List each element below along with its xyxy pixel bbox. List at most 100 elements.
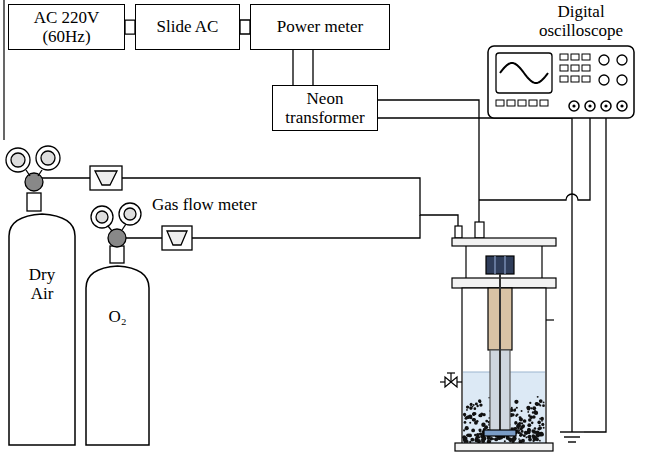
particle bbox=[537, 421, 541, 425]
scope-button bbox=[507, 100, 515, 106]
scope-knob bbox=[617, 75, 627, 85]
particle bbox=[472, 412, 475, 415]
scope-screen bbox=[496, 53, 552, 93]
scope-key bbox=[560, 54, 568, 60]
oscilloscope: Digital oscilloscope bbox=[478, 2, 640, 124]
particle bbox=[527, 411, 529, 413]
scope-key bbox=[571, 76, 579, 82]
gauge-stem bbox=[108, 226, 112, 231]
particle bbox=[530, 407, 532, 409]
node-label: AC 220V (60Hz) bbox=[17, 8, 116, 46]
flow-meter bbox=[162, 226, 192, 250]
particle bbox=[540, 432, 544, 436]
flow-meter-window bbox=[95, 171, 117, 185]
node-label: Digital oscilloscope bbox=[522, 2, 640, 40]
node-label: Slide AC bbox=[144, 17, 231, 36]
particle bbox=[527, 423, 531, 427]
particle bbox=[516, 407, 518, 409]
ground-symbol bbox=[560, 432, 584, 442]
particle bbox=[470, 438, 474, 442]
particle bbox=[528, 438, 532, 442]
particle bbox=[478, 399, 481, 402]
oscilloscope-icon bbox=[486, 44, 636, 122]
reactor-vessel bbox=[462, 288, 546, 446]
flow-meter-body bbox=[90, 166, 122, 190]
particle bbox=[470, 416, 473, 419]
scope-button bbox=[540, 100, 548, 106]
particle bbox=[542, 404, 545, 407]
waveform bbox=[500, 63, 548, 83]
particle bbox=[527, 436, 529, 438]
scope-key bbox=[582, 76, 590, 82]
particle bbox=[538, 428, 540, 430]
particle bbox=[534, 411, 538, 415]
particle bbox=[469, 406, 473, 410]
jack-pin bbox=[620, 104, 623, 107]
particle bbox=[537, 427, 540, 430]
probe-jack bbox=[601, 101, 611, 111]
particle bbox=[534, 427, 537, 430]
particle bbox=[530, 415, 533, 418]
particle bbox=[481, 439, 485, 443]
particle bbox=[519, 429, 521, 431]
particle bbox=[478, 414, 481, 417]
particle bbox=[473, 407, 476, 410]
particle bbox=[521, 422, 523, 424]
particle bbox=[466, 416, 469, 419]
scope-key bbox=[560, 65, 568, 71]
particle bbox=[538, 403, 540, 405]
particle bbox=[529, 402, 531, 404]
particle bbox=[513, 409, 516, 412]
gauge-stem bbox=[122, 224, 126, 230]
regulator bbox=[91, 203, 141, 263]
probe-jack bbox=[569, 101, 579, 111]
particle bbox=[474, 421, 478, 425]
power-meter-box: Power meter bbox=[250, 4, 390, 50]
electrode-tip bbox=[484, 430, 516, 436]
ground-bar bbox=[564, 436, 580, 437]
particle bbox=[536, 431, 540, 435]
particle bbox=[511, 413, 514, 416]
particle bbox=[482, 413, 485, 416]
hv-electrode bbox=[499, 274, 501, 430]
electrode-terminal bbox=[475, 222, 484, 238]
particle bbox=[522, 424, 526, 428]
pressure-gauge bbox=[36, 146, 60, 170]
particle bbox=[484, 425, 488, 429]
probe-wire bbox=[584, 106, 606, 432]
particle bbox=[475, 402, 478, 405]
particle bbox=[470, 403, 473, 406]
scope-key bbox=[582, 54, 590, 60]
particle bbox=[466, 409, 468, 411]
pressure-gauge bbox=[119, 203, 141, 225]
particle bbox=[478, 429, 481, 432]
pressure-gauge bbox=[6, 148, 30, 172]
plasma-reactor bbox=[440, 222, 556, 451]
cylinder-body bbox=[9, 214, 75, 445]
particle bbox=[478, 400, 481, 403]
particle bbox=[514, 421, 517, 424]
particle bbox=[514, 400, 518, 404]
particle bbox=[534, 411, 537, 414]
particle bbox=[535, 411, 537, 413]
particle bbox=[466, 405, 469, 408]
flow-meter bbox=[90, 166, 122, 190]
particle bbox=[535, 438, 539, 442]
jack-pin bbox=[572, 104, 575, 107]
particle bbox=[469, 422, 471, 424]
cylinder-outline bbox=[8, 210, 76, 446]
regulator-body bbox=[108, 229, 126, 247]
holder-stripe bbox=[504, 256, 505, 274]
scope-knob bbox=[617, 55, 627, 65]
particle bbox=[509, 440, 511, 442]
particle bbox=[463, 439, 466, 442]
power-source-box: AC 220V (60Hz) bbox=[8, 4, 125, 50]
particle bbox=[519, 416, 522, 419]
particle bbox=[526, 406, 530, 410]
scope-key bbox=[571, 65, 579, 71]
frame-line bbox=[3, 0, 4, 140]
scope-body bbox=[488, 46, 634, 118]
jack-pin bbox=[588, 104, 591, 107]
particle bbox=[494, 438, 498, 442]
